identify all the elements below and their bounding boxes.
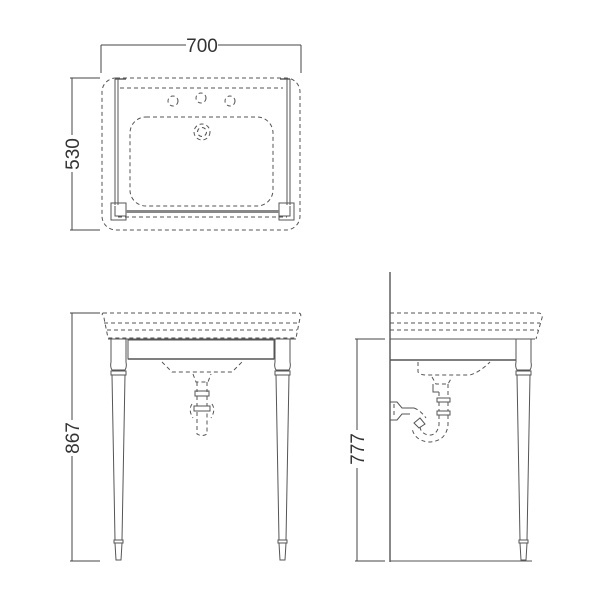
tap-hole-center (195, 92, 207, 104)
front-view: 867 (63, 312, 302, 562)
depth-dimension: 530 (63, 77, 100, 231)
side-leg (515, 339, 532, 561)
depth-label: 530 (63, 138, 84, 170)
basin-height-label: 777 (348, 433, 369, 465)
width-dimension: 700 (100, 36, 302, 73)
side-trap (390, 376, 453, 443)
tap-hole-right (224, 95, 236, 107)
total-height-dimension: 867 (63, 312, 100, 562)
front-left-leg (110, 339, 127, 561)
side-view: 777 (348, 272, 543, 562)
tap-hole-left (167, 95, 179, 107)
front-right-leg (274, 339, 291, 561)
total-height-label: 867 (63, 422, 84, 454)
basin-outline (101, 77, 301, 231)
front-apron (127, 339, 275, 360)
basin-height-dimension: 777 (348, 338, 385, 562)
console-frame (110, 78, 295, 221)
front-trap (189, 373, 215, 436)
top-view: 700 530 (63, 36, 302, 231)
bowl-outline (129, 116, 274, 207)
drain-outer (193, 123, 211, 141)
width-label: 700 (186, 36, 218, 57)
drain-inner (197, 127, 207, 137)
